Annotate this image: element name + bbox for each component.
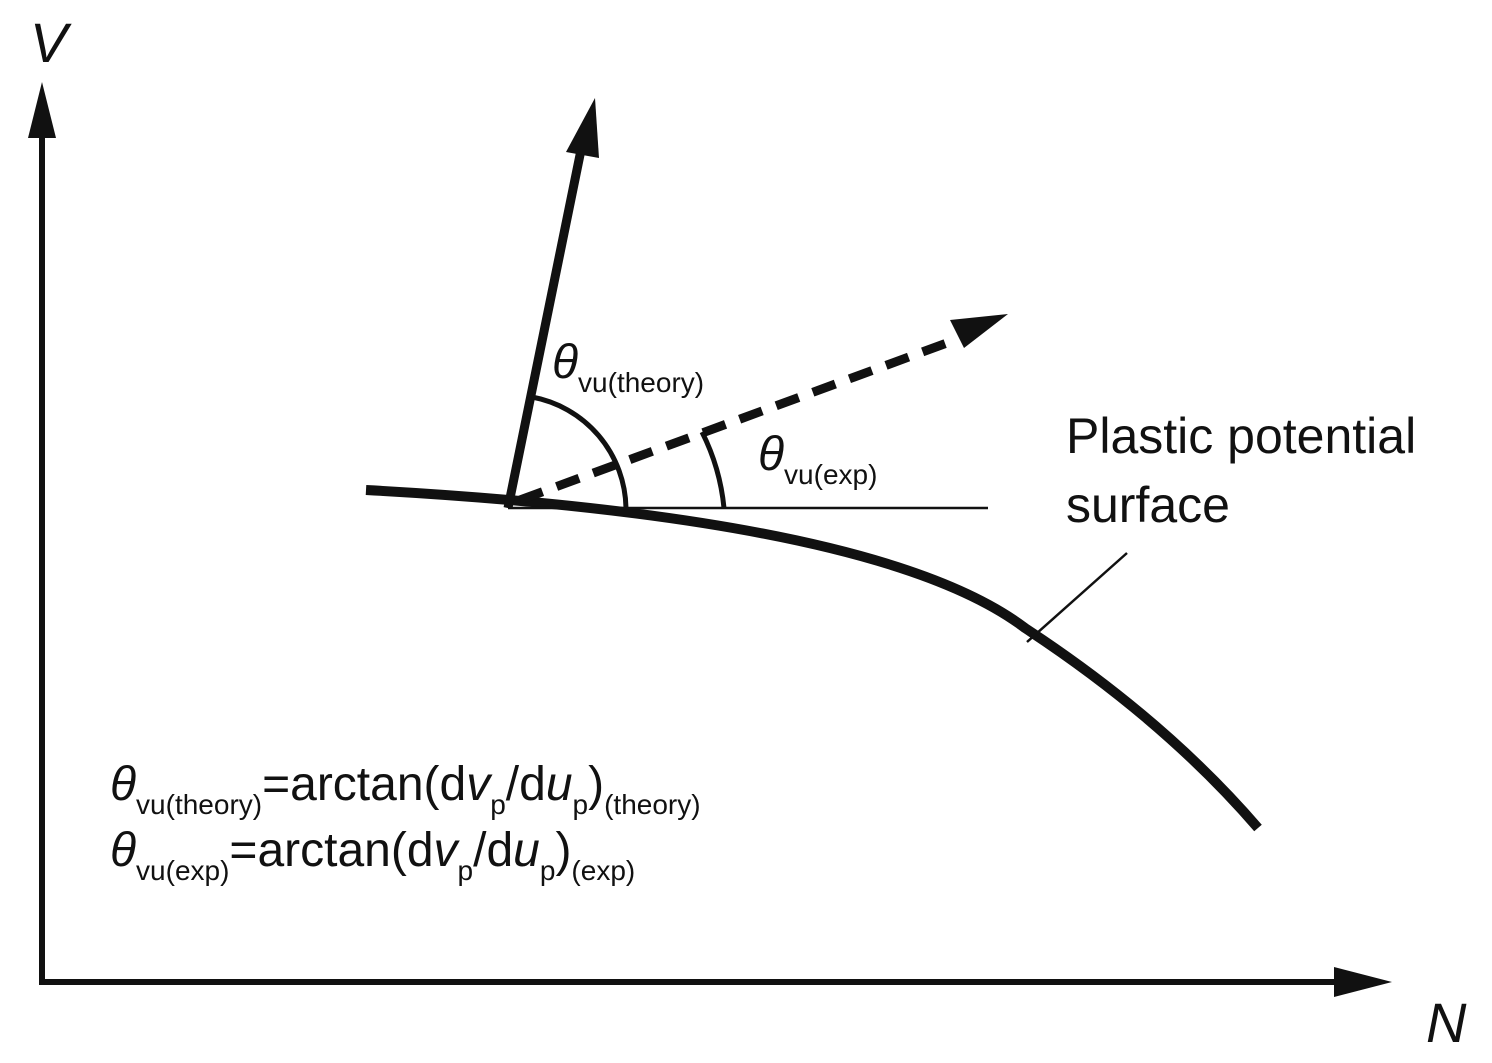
- exp-vector-arrowhead: [950, 314, 1008, 348]
- equation-exp: θvu(exp)=arctan(dvp/dup)(exp): [110, 824, 635, 886]
- surface-label-line2: surface: [1066, 477, 1230, 533]
- n-axis-arrowhead: [1334, 967, 1392, 997]
- exp-angle-label: θvu(exp): [758, 428, 877, 490]
- theory-vector: [503, 149, 586, 509]
- theory-vector-arrowhead: [566, 98, 599, 158]
- plastic-potential-curve: [365, 485, 1262, 832]
- v-axis-label: V: [30, 11, 72, 74]
- equation-theory: θvu(theory)=arctan(dvp/dup)(theory): [110, 758, 701, 820]
- surface-label-line1: Plastic potential: [1066, 408, 1416, 464]
- surface-leader-line: [1026, 552, 1128, 643]
- n-axis-label: N: [1426, 991, 1467, 1054]
- theory-angle-arc: [531, 394, 629, 509]
- exp-angle-arc: [699, 430, 727, 509]
- theory-angle-label: θvu(theory): [552, 336, 704, 398]
- v-axis-arrowhead: [28, 82, 56, 138]
